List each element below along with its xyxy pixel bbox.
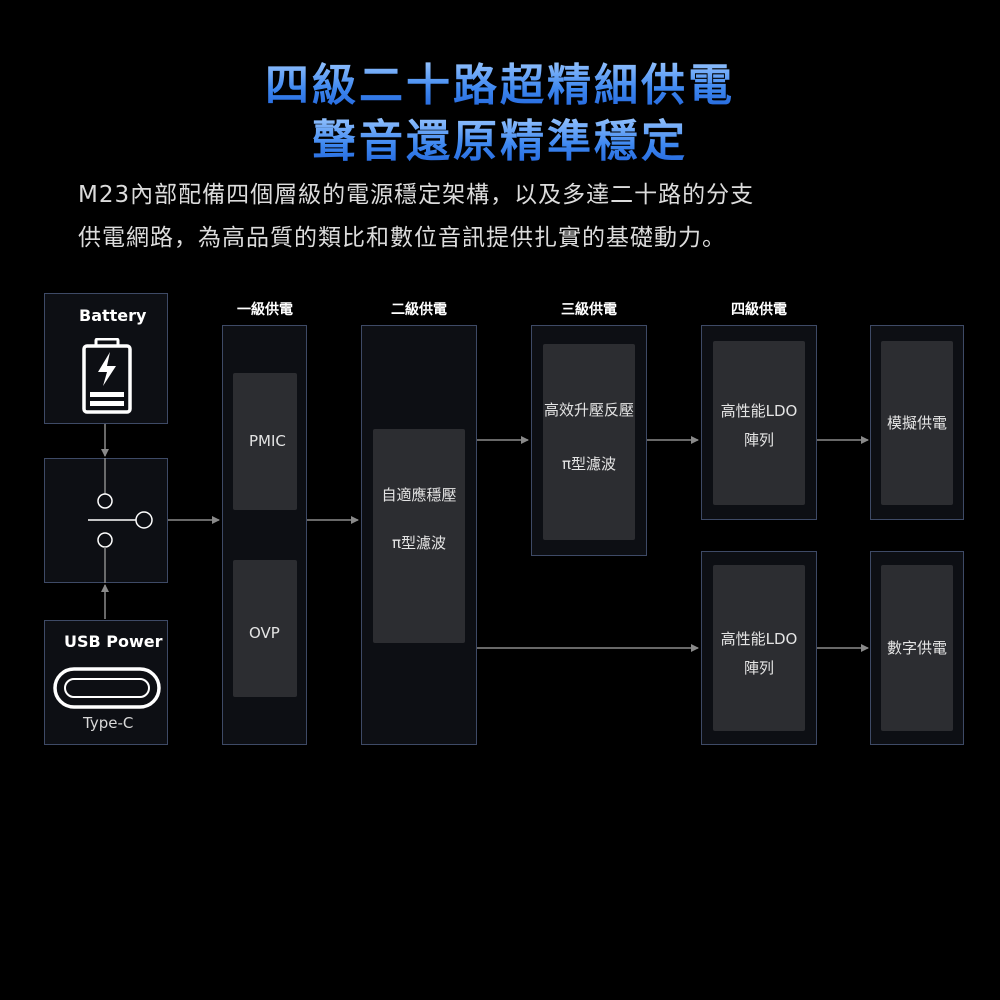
stage1-panel: PMIC OVP [222,325,307,745]
pmic-block [233,373,297,510]
stage2-label: 二級供電 [391,302,447,318]
digital-supply-panel: 數字供電 [870,551,964,745]
stage2-panel: 自適應穩壓 π型濾波 [361,325,477,745]
adaptive-regulator-label: 自適應穩壓 [381,486,457,504]
analog-supply-block [881,341,953,505]
pi-filter-stage3-label: π型濾波 [561,455,617,473]
analog-supply-panel: 模擬供電 [870,325,964,520]
description-line-1: M23內部配備四個層級的電源穩定架構，以及多達二十路的分支 [78,182,755,208]
usb-power-box: USB Power Type-C [44,620,168,745]
analog-supply-label: 模擬供電 [886,414,947,432]
usb-type-label: Type-C [83,714,134,732]
stage3-panel: 高效升壓反壓 π型濾波 [531,325,647,556]
ldo-array-bottom-label-2: 陣列 [743,659,774,677]
boost-converter-block [543,344,635,540]
digital-supply-block [881,565,953,731]
ovp-label: OVP [249,624,280,642]
description-line-2: 供電網路，為高品質的類比和數位音訊提供扎實的基礎動力。 [78,225,726,251]
pi-filter-stage2-label: π型濾波 [391,534,447,552]
adaptive-regulator-block [373,429,465,643]
stage1-label: 一級供電 [237,302,293,318]
digital-supply-label: 數字供電 [886,639,947,657]
headline-line-2: 聲音還原精準穩定 [0,114,1000,170]
ldo-array-top-block [713,341,805,505]
switch-icon [88,458,153,583]
stage3-label: 三級供電 [561,302,617,318]
ldo-array-bottom-label-1: 高性能LDO [720,630,798,648]
boost-converter-label: 高效升壓反壓 [543,401,634,419]
ldo-array-bottom-block [713,565,805,731]
power-switch-box [44,458,168,583]
battery-icon [82,338,132,414]
ldo-array-top-panel: 高性能LDO 陣列 [701,325,817,520]
usb-power-label: USB Power [64,632,163,651]
stage4-label: 四級供電 [731,302,787,318]
ldo-array-top-label-1: 高性能LDO [720,402,798,420]
battery-label: Battery [79,306,147,325]
usb-c-port-icon [53,667,161,709]
battery-box: Battery [44,293,168,424]
headline-line-1: 四級二十路超精細供電 [0,58,1000,114]
ldo-array-top-label-2: 陣列 [743,431,774,449]
ovp-block [233,560,297,697]
pmic-label: PMIC [249,432,286,450]
ldo-array-bottom-panel: 高性能LDO 陣列 [701,551,817,745]
